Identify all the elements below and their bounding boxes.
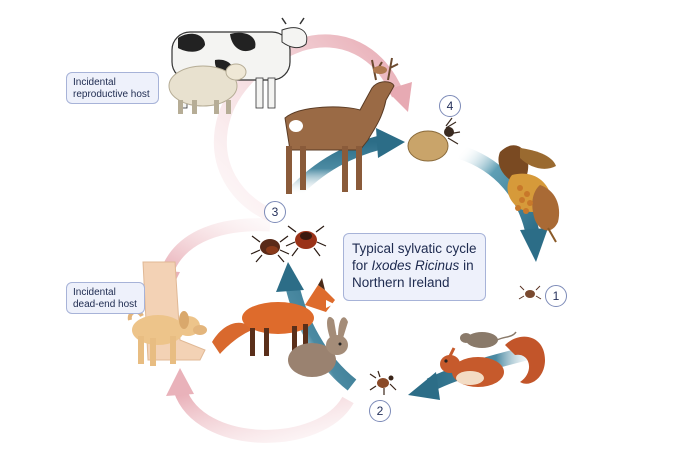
step-1-marker: 1 xyxy=(545,285,567,307)
tick-icon-adult-1 xyxy=(250,235,290,263)
teal-arrow-2-to-3 xyxy=(276,262,357,391)
title-line-3: Northern Ireland xyxy=(352,275,450,290)
rabbit-icon xyxy=(288,316,348,377)
title-line-1: Typical sylvatic cycle xyxy=(352,241,477,256)
diagram-title: Typical sylvatic cycle for Ixodes Ricinu… xyxy=(343,233,486,301)
pink-arc-lower xyxy=(166,368,354,443)
squirrel-icon xyxy=(440,336,545,387)
title-line-2-pre: for xyxy=(352,258,372,273)
species-name: Ixodes Ricinus xyxy=(371,258,460,273)
reproductive-host-line-2: reproductive host xyxy=(73,89,150,100)
step-4-marker: 4 xyxy=(439,95,461,117)
mouse-icon xyxy=(460,331,517,348)
dead-end-host-line-2: dead-end host xyxy=(73,299,137,310)
title-line-2: for Ixodes Ricinus in xyxy=(352,257,477,274)
reproductive-host-line-1: Incidental xyxy=(73,77,116,88)
step-3-marker: 3 xyxy=(264,201,286,223)
leaf-litter-icon xyxy=(498,145,560,243)
tick-icon-nymph xyxy=(369,370,397,395)
sheep-icon xyxy=(168,63,247,114)
dead-end-host-line-1: Incidental xyxy=(73,287,116,298)
reproductive-host-label: Incidental reproductive host xyxy=(66,72,159,104)
tick-icon-larva xyxy=(518,285,542,300)
dead-end-host-label: Incidental dead-end host xyxy=(66,282,145,314)
tick-icon-adult-2 xyxy=(285,225,327,257)
fox-icon xyxy=(212,278,335,356)
engorged-tick-icon xyxy=(407,117,461,162)
dog-icon xyxy=(127,309,207,366)
step-2-marker: 2 xyxy=(369,400,391,422)
deer-icon xyxy=(284,57,399,194)
title-line-2-post: in xyxy=(459,258,474,273)
